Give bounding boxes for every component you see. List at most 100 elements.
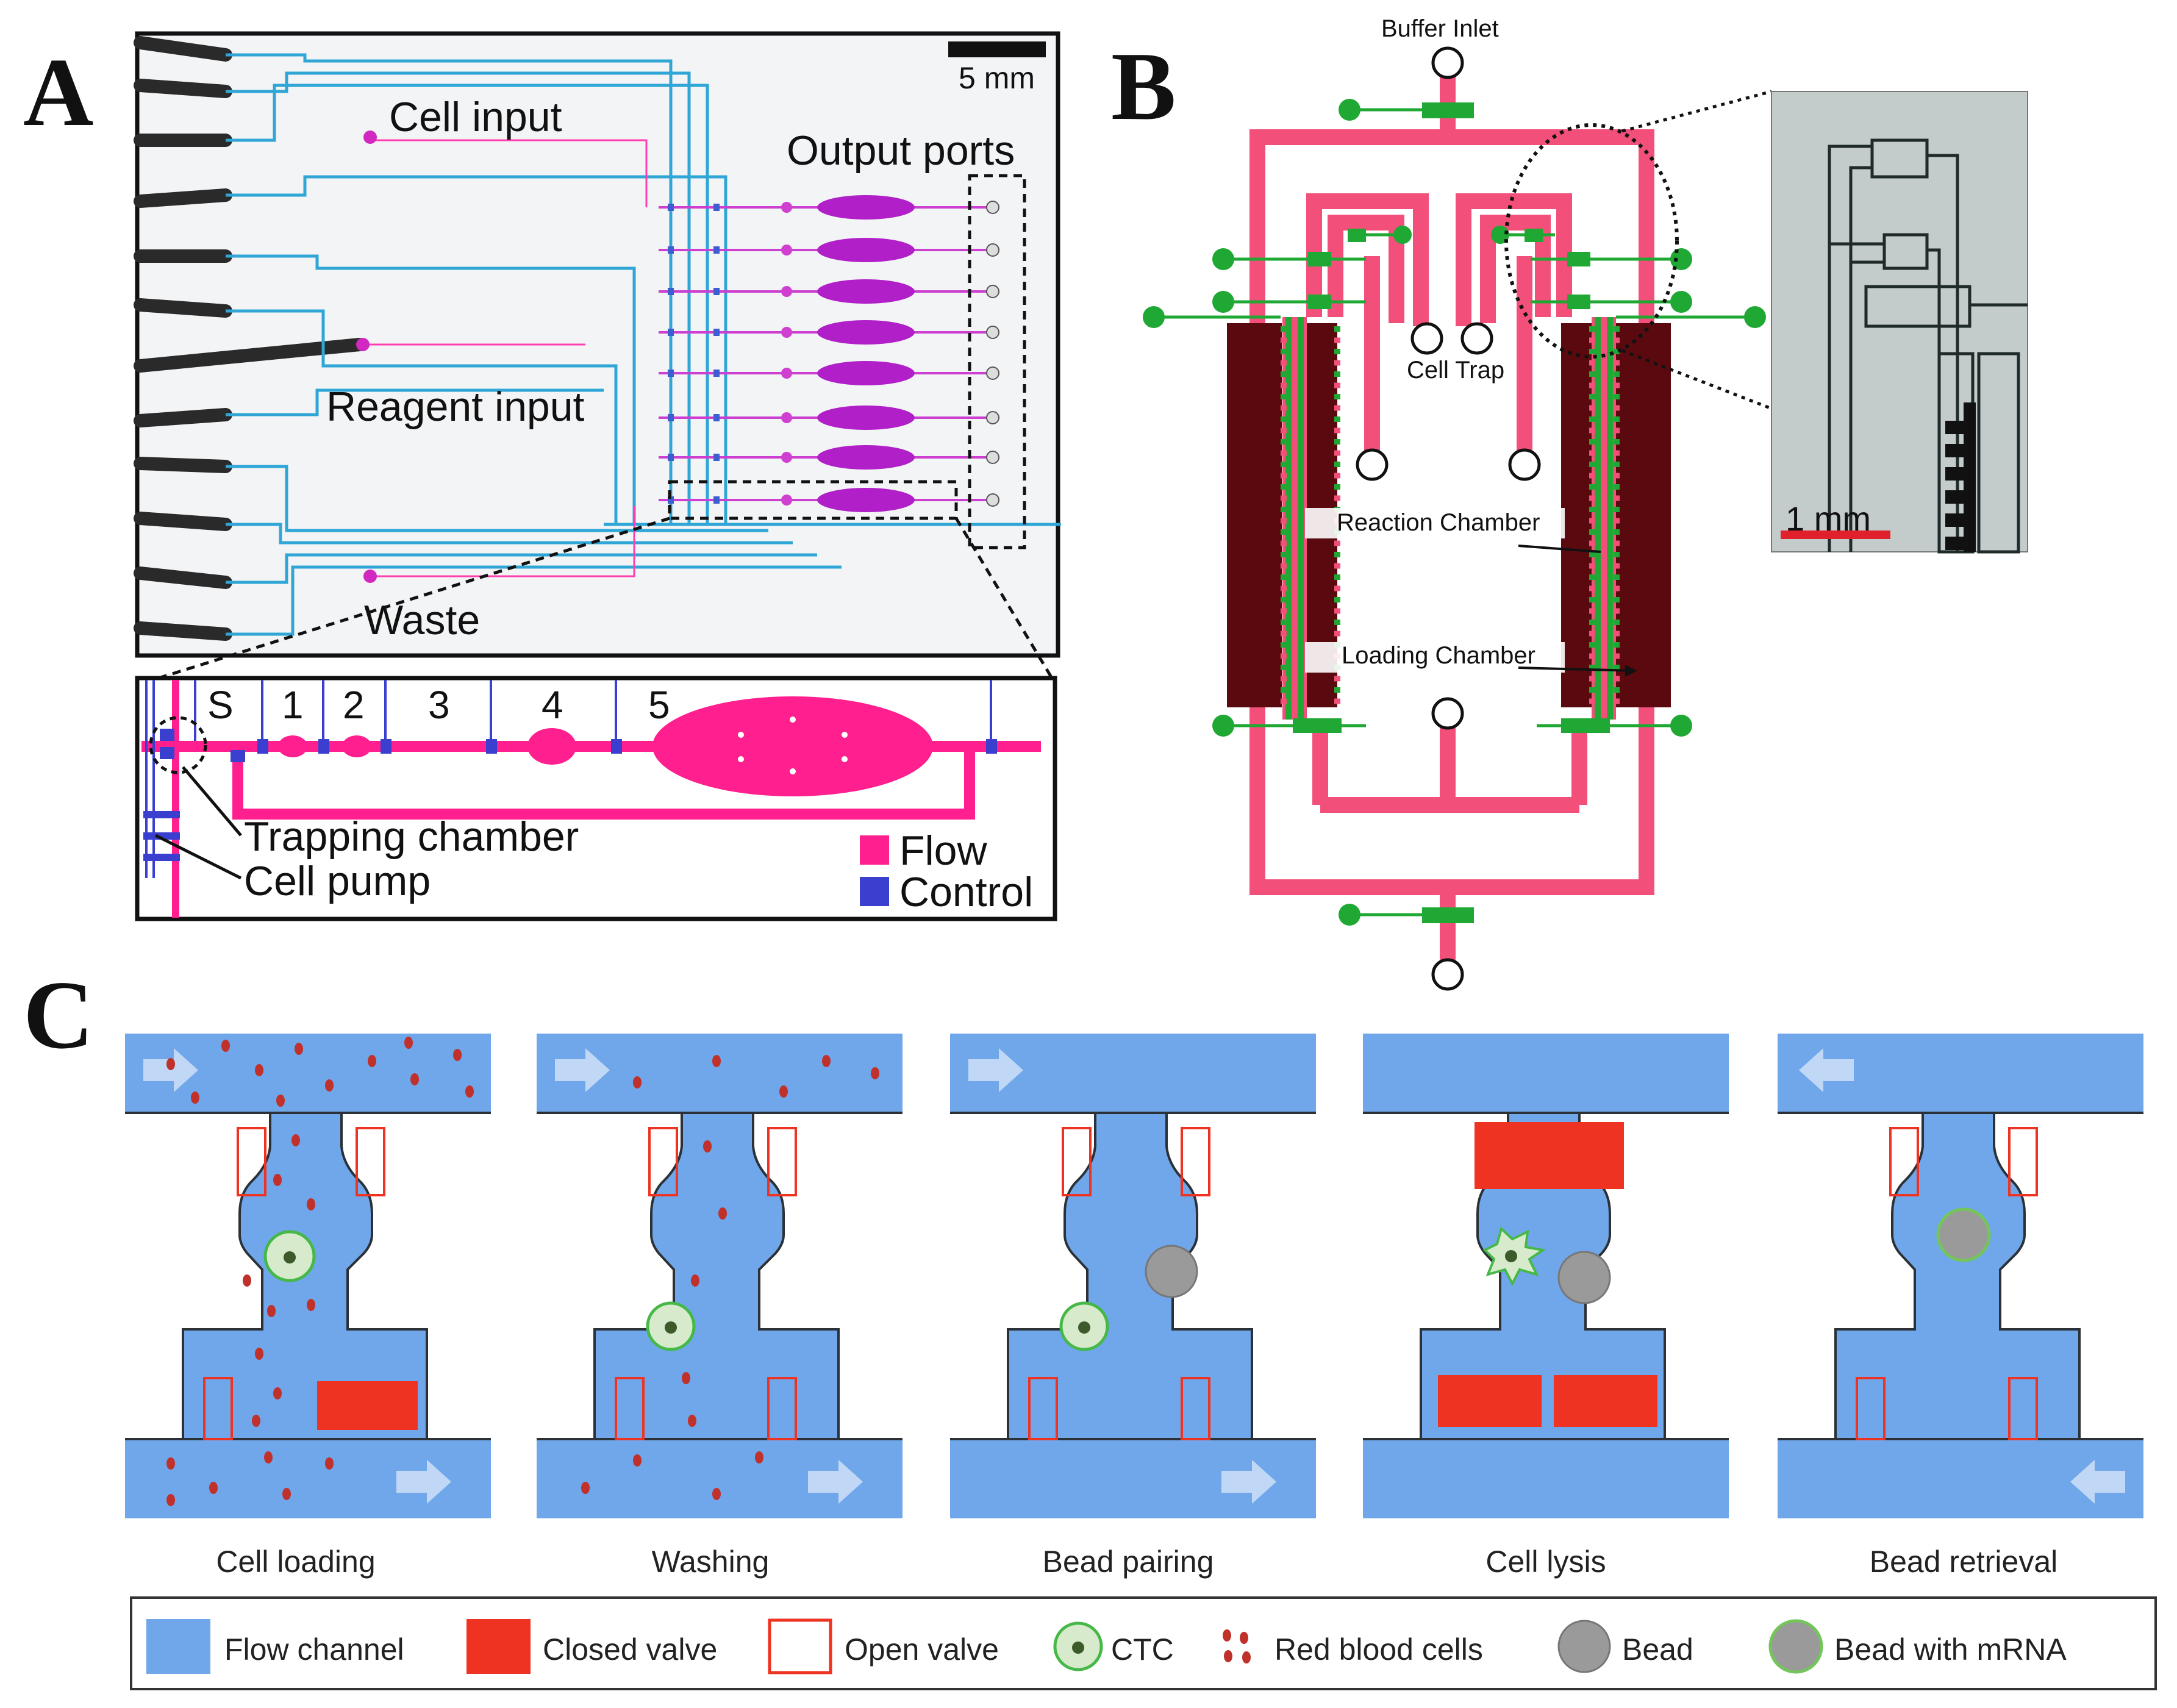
- step-label-washing: Washing: [652, 1545, 770, 1579]
- legend-control-swatch: [860, 877, 889, 906]
- trap-cell-marker: [1589, 427, 1595, 434]
- trap-cell-marker: [1589, 585, 1595, 591]
- trap-cell-marker: [1614, 597, 1620, 602]
- trap-cell-marker: [1614, 698, 1620, 704]
- port-left-lower-icon: [1356, 448, 1389, 481]
- trap-cell-marker: [1334, 371, 1340, 377]
- trap-cell-marker: [1614, 608, 1620, 614]
- center-port-icon: [1431, 697, 1464, 730]
- trap-cell-marker: [1281, 405, 1287, 411]
- trap-cell-marker: [1334, 698, 1340, 704]
- trap-cell-marker: [1334, 597, 1340, 602]
- loading-chamber-label: Loading Chamber: [1342, 642, 1535, 669]
- legend-open-valve-label: Open valve: [845, 1632, 999, 1667]
- trap-cell-marker: [1589, 540, 1595, 546]
- zoom-region-marker: [1504, 123, 1679, 359]
- trap-cell-marker: [1334, 360, 1340, 366]
- trap-cell-marker: [1614, 405, 1620, 411]
- trap-cell-marker: [1281, 540, 1287, 546]
- trap-cell-marker: [1614, 518, 1620, 524]
- trap-cell-marker: [1614, 620, 1620, 625]
- trap-cell-marker: [1334, 462, 1340, 467]
- closed-valve-marker: [317, 1381, 418, 1430]
- reagent-input-label: Reagent input: [326, 384, 585, 430]
- panel-c-steps: [125, 1034, 2143, 1518]
- trap-cell-marker: [1589, 394, 1595, 399]
- micrograph-scale-label: 1 mm: [1786, 499, 1871, 538]
- flow-channel-swatch: [146, 1619, 210, 1674]
- legend-bead-with-mrna-icon: [1768, 1619, 1823, 1674]
- legend-ctc-label: CTC: [1111, 1632, 1174, 1667]
- trap-cell-marker: [1614, 427, 1620, 434]
- trap-cell-marker: [1589, 495, 1595, 501]
- trap-cell-marker: [1589, 473, 1595, 479]
- scale-bar-a-label: 5 mm: [959, 61, 1035, 95]
- trap-cell-marker: [1614, 631, 1620, 637]
- trap-cell-marker: [1589, 620, 1595, 625]
- trap-cell-marker: [1281, 382, 1287, 388]
- trap-cell-marker: [1281, 484, 1287, 490]
- trap-cell-marker: [1281, 495, 1287, 501]
- step-label-bead-retrieval: Bead retrieval: [1870, 1545, 2058, 1579]
- trap-cell-marker: [1281, 349, 1287, 354]
- trap-cell-marker: [1334, 405, 1340, 411]
- trap-cell-marker: [1281, 563, 1287, 569]
- trap-cell-marker: [1589, 462, 1595, 467]
- trap-cell-marker: [1614, 326, 1620, 332]
- trap-cell-marker: [1334, 326, 1340, 332]
- cell-input-port-icon: [363, 130, 377, 144]
- trap-cell-marker: [1614, 552, 1620, 557]
- port-right-lower-icon: [1508, 448, 1541, 481]
- trap-cell-marker: [1281, 608, 1287, 614]
- trap-cell-marker: [1334, 439, 1340, 445]
- trap-cell-marker: [1334, 620, 1340, 625]
- trap-cell-marker: [1281, 337, 1287, 343]
- trap-cell-marker: [1614, 676, 1620, 682]
- trap-cell-marker: [1589, 416, 1595, 422]
- panel-c-letter: C: [23, 960, 94, 1069]
- panel-a-letter: A: [23, 38, 94, 146]
- trap-cell-marker: [1334, 416, 1340, 422]
- trap-cell-marker: [1281, 394, 1287, 399]
- trap-cell-marker: [1281, 665, 1287, 670]
- panel-a-inset: S 1 2 3 4 5 Trapping chamber Cell pump F…: [135, 676, 1057, 921]
- trap-cell-marker: [1589, 653, 1595, 659]
- trap-cell-marker: [1614, 574, 1620, 580]
- reagent-input-port-icon: [356, 338, 370, 351]
- left-reaction-chamber: [1227, 323, 1282, 707]
- trap-cell-marker: [1614, 585, 1620, 591]
- legend-red-blood-cells-icon: [1223, 1629, 1251, 1663]
- trap-cell-marker: [1281, 371, 1287, 377]
- legend-flow-label: Flow: [899, 827, 987, 874]
- trap-cell-marker: [1334, 427, 1340, 434]
- trap-cell-marker: [1614, 360, 1620, 366]
- reaction-chamber-label: Reaction Chamber: [1337, 509, 1540, 536]
- trap-cell-marker: [1589, 597, 1595, 602]
- trap-cell-marker: [1614, 382, 1620, 388]
- inset-section-4: 4: [542, 683, 563, 727]
- step-cell-loading-diagram: [125, 1034, 491, 1518]
- inset-section-s: S: [207, 683, 234, 727]
- trap-cell-marker: [1589, 608, 1595, 614]
- step-label-cell-lysis: Cell lysis: [1485, 1545, 1606, 1579]
- trap-cell-marker: [1281, 529, 1287, 535]
- legend-closed-valve-label: Closed valve: [543, 1632, 717, 1667]
- trap-cell-marker: [1614, 507, 1620, 512]
- trap-cell-marker: [1334, 337, 1340, 343]
- trap-cell-marker: [1589, 450, 1595, 456]
- cell-trap-label: Cell Trap: [1407, 357, 1504, 384]
- trap-cell-marker: [1281, 360, 1287, 366]
- trap-cell-marker: [1614, 563, 1620, 569]
- trap-cell-marker: [1281, 552, 1287, 557]
- trap-cell-marker: [1281, 620, 1287, 625]
- step-washing-diagram: [537, 1034, 903, 1518]
- open-valve-swatch: [768, 1618, 832, 1674]
- micrograph-scale-bar: [1781, 531, 1890, 539]
- inset-section-3: 3: [428, 683, 450, 727]
- panel-c-legend: Flow channel Closed valve Open valve CTC…: [130, 1596, 2157, 1690]
- inset-section-5: 5: [648, 683, 670, 727]
- trap-cell-marker: [1589, 360, 1595, 366]
- trap-cell-marker: [1589, 665, 1595, 670]
- trap-cell-marker: [1334, 563, 1340, 569]
- cell-trap-port-left-icon: [1410, 322, 1443, 355]
